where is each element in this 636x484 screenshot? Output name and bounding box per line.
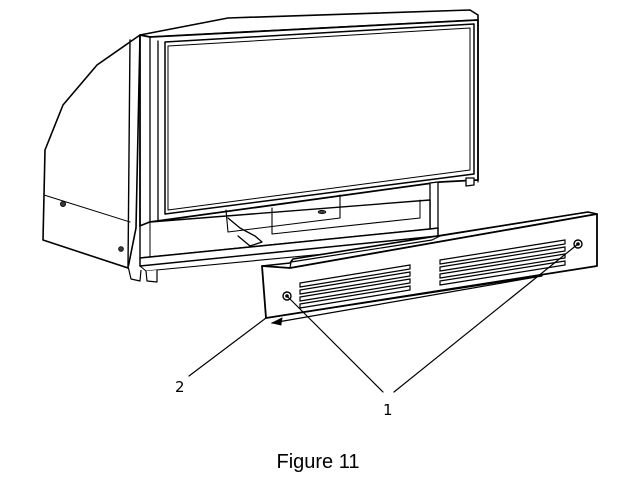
vent-slots-right	[439, 239, 566, 286]
callout-label-grille: 2	[175, 378, 185, 396]
cabinet-body	[42, 34, 142, 282]
vent-slots-left	[299, 264, 411, 309]
leader-lines	[188, 243, 579, 393]
lower-chassis	[139, 177, 475, 283]
figure-caption: Figure 11	[276, 451, 360, 473]
kick-plate-grille	[261, 211, 598, 319]
appliance-grille-illustration	[42, 9, 598, 393]
removal-arrow	[270, 275, 543, 326]
glass-door	[139, 19, 479, 227]
callout-label-screws: 1	[383, 401, 393, 419]
